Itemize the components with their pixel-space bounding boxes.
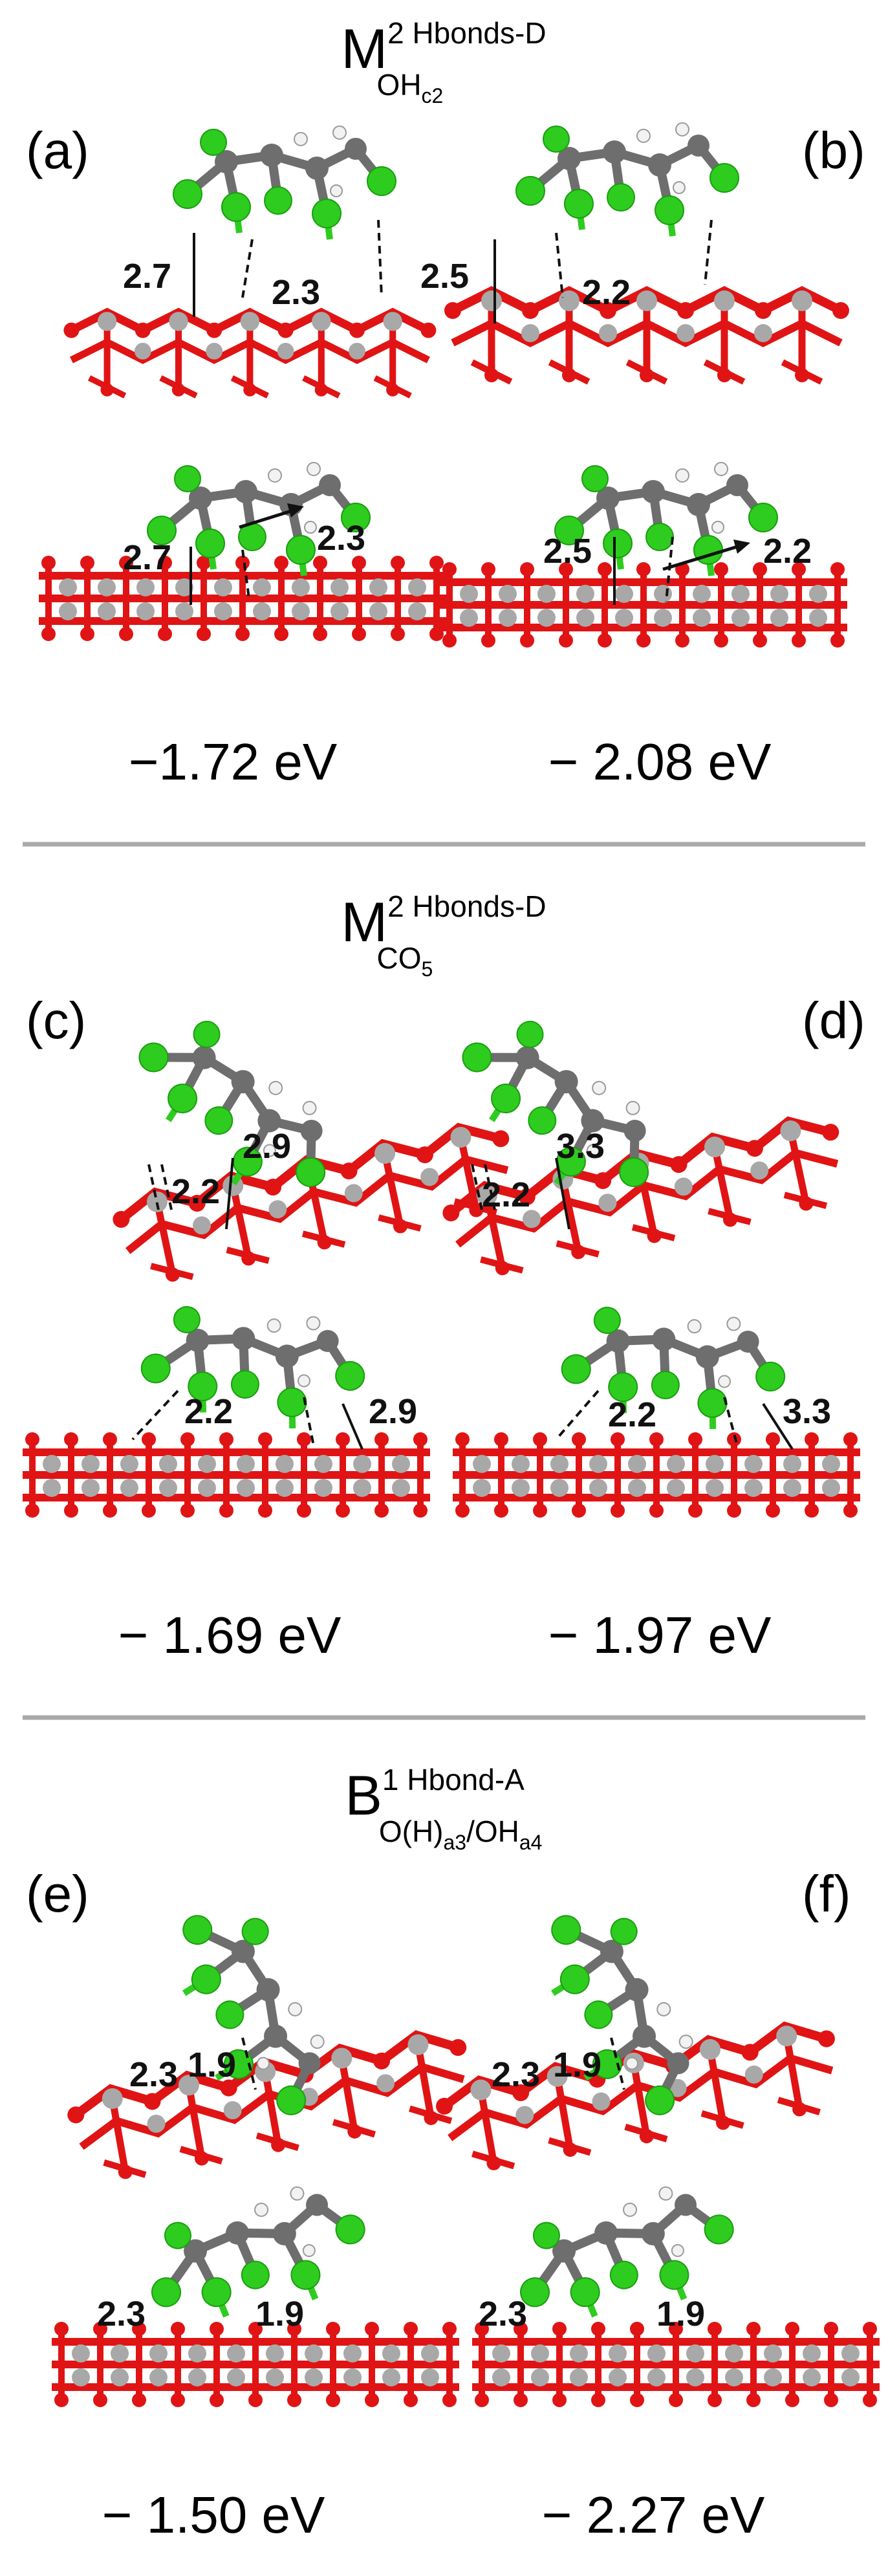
binding-energy: −1.72 eV	[129, 733, 338, 791]
side-view: 2.2 3.3	[453, 1300, 860, 1518]
panel-label: (f)	[802, 1865, 851, 1923]
side-view: 2.3 1.9	[52, 2173, 459, 2407]
top-view: 2.7 2.3	[63, 126, 436, 397]
panel-label: (c)	[26, 992, 86, 1049]
panel-f: (f) 2.3 1.9 2.3 1.9 − 2.27 eV	[433, 1865, 880, 2544]
panel-a: (a) 2.7 2.3 2.7 2.3 −1.72 eV	[26, 122, 446, 791]
panel-label: (a)	[26, 122, 89, 179]
distance-label: 2.2	[171, 1172, 220, 1211]
distance-label: 2.9	[369, 1392, 417, 1431]
distance-label: 1.9	[188, 2046, 236, 2084]
distance-label: 2.3	[479, 2295, 527, 2333]
top-view: 2.2 3.3	[437, 996, 854, 1285]
distance-label: 2.2	[482, 1175, 530, 1214]
panel-e: (e) 2.3 1.9 2.3 1.9 − 1.50 eV	[26, 1865, 479, 2544]
side-view: 2.5 2.2	[440, 463, 847, 648]
panel-d: (d) 2.2 3.3 2.2 3.3 − 1.97 eV	[437, 992, 865, 1664]
distance-label: 2.2	[184, 1392, 233, 1431]
top-view: 2.3 1.9	[433, 1888, 847, 2178]
distance-label: 2.2	[763, 532, 812, 571]
distance-label: 2.7	[123, 538, 171, 577]
distance-label: 2.9	[243, 1127, 291, 1166]
panel-label: (b)	[802, 122, 865, 179]
distance-label: 2.5	[543, 532, 592, 571]
top-view: 2.3 1.9	[64, 1888, 479, 2187]
distance-label: 2.3	[492, 2055, 540, 2094]
distance-label: 2.3	[129, 2055, 178, 2094]
binding-energy: − 1.97 eV	[548, 1606, 772, 1664]
side-view: 2.2 2.9	[23, 1300, 430, 1518]
distance-label: 3.3	[556, 1127, 605, 1166]
distance-label: 1.9	[656, 2295, 705, 2333]
top-view: 2.5 2.2	[420, 123, 849, 382]
binding-energy: − 1.69 eV	[118, 1606, 341, 1664]
distance-label: 2.3	[97, 2295, 146, 2333]
binding-energy: − 2.27 eV	[542, 2486, 765, 2544]
distance-label: 2.5	[420, 257, 469, 296]
distance-label: 2.3	[317, 519, 365, 558]
panel-b: (b) 2.5 2.2 2.5 2.2 − 2.08 eV	[420, 122, 865, 791]
distance-label: 3.3	[783, 1392, 831, 1431]
distance-label: 1.9	[255, 2295, 304, 2333]
side-view: 2.7 2.3	[39, 463, 446, 641]
distance-label: 2.7	[123, 257, 171, 296]
panel-c: (c) 2.2 2.9 2.2 2.9 − 1.69 eV	[23, 992, 524, 1664]
distance-label: 2.3	[272, 273, 320, 312]
binding-energy: − 1.50 eV	[102, 2486, 325, 2544]
distance-label: 2.2	[582, 273, 631, 312]
top-view: 2.2 2.9	[109, 996, 524, 1291]
side-view: 2.3 1.9	[472, 2173, 880, 2407]
binding-energy: − 2.08 eV	[548, 733, 772, 791]
panel-label: (d)	[802, 992, 865, 1049]
panel-label: (e)	[26, 1865, 89, 1923]
distance-label: 2.2	[608, 1395, 656, 1434]
distance-label: 1.9	[553, 2046, 601, 2084]
